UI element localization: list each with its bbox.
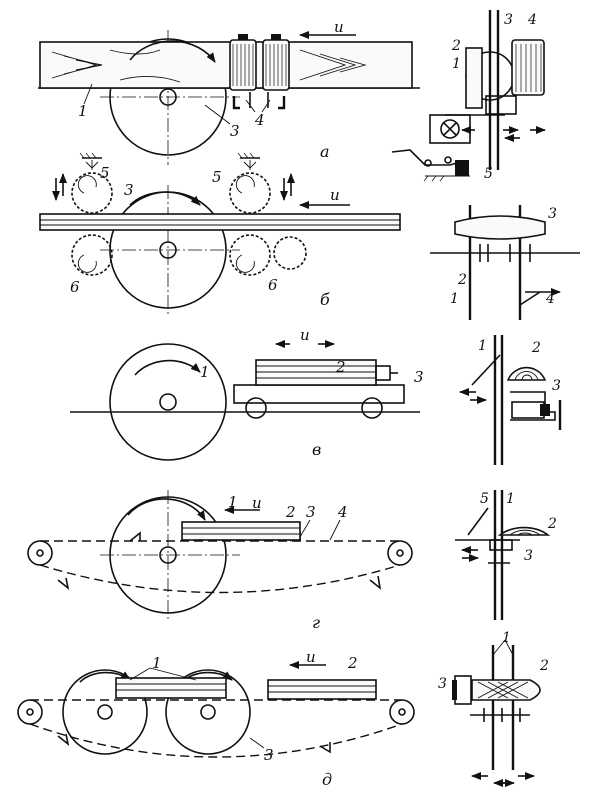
panel-b-side-view: u 5 3 5 6 6 б bbox=[39, 152, 401, 315]
panel-letter-a: а bbox=[320, 142, 330, 161]
toothed-roller bbox=[71, 172, 113, 214]
workpiece bbox=[255, 359, 377, 386]
workpiece bbox=[115, 677, 227, 699]
conveyor-bottom bbox=[29, 723, 403, 758]
panel-v-end-view: 1 2 3 bbox=[459, 335, 562, 465]
callout-3: 3 bbox=[230, 122, 240, 140]
board bbox=[39, 213, 401, 231]
workpiece bbox=[267, 679, 377, 700]
panel-letter-b: б bbox=[320, 290, 330, 309]
end-callout-4: 4 bbox=[527, 12, 537, 28]
callout-5b: 5 bbox=[212, 168, 222, 186]
end-callout-5: 5 bbox=[484, 166, 493, 182]
panel-g-end-view: 5 1 2 3 bbox=[455, 490, 557, 620]
feed-label-u: u bbox=[330, 186, 340, 204]
feed-label-u: u bbox=[252, 494, 262, 512]
panel-v: u 1 2 3 в 1 2 3 bbox=[70, 326, 562, 465]
panel-b-end-view: 3 2 1 4 bbox=[430, 205, 580, 320]
callout-3: 3 bbox=[124, 181, 134, 199]
panel-letter-g: г bbox=[312, 613, 320, 632]
feed-label-u: u bbox=[334, 18, 344, 36]
end-callout-3: 3 bbox=[524, 548, 533, 564]
saw-blade bbox=[62, 669, 148, 755]
saw-blade bbox=[165, 669, 251, 755]
panel-a: u 1 3 4 а bbox=[38, 10, 546, 182]
workpiece bbox=[181, 521, 301, 541]
end-callout-1: 1 bbox=[478, 338, 487, 354]
conveyor-bottom bbox=[39, 564, 401, 594]
panel-d: u 1 2 3 д 1 3 2 bbox=[17, 630, 549, 789]
callout-4: 4 bbox=[337, 503, 348, 521]
callout-4: 4 bbox=[254, 111, 265, 129]
feed-label-u: u bbox=[300, 326, 310, 344]
feed-roller bbox=[262, 39, 290, 91]
panel-b: u 5 3 5 6 6 б 3 2 1 4 bbox=[39, 152, 580, 320]
panel-v-side-view: u 1 2 3 в bbox=[70, 326, 424, 461]
callout-1: 1 bbox=[200, 363, 210, 381]
callout-2: 2 bbox=[285, 503, 296, 521]
callout-2: 2 bbox=[335, 358, 346, 376]
end-callout-2: 2 bbox=[451, 38, 461, 54]
panel-g: u 1 2 3 4 г 5 1 2 3 bbox=[27, 490, 557, 632]
callout-1: 1 bbox=[152, 654, 162, 672]
callout-6b: 6 bbox=[268, 276, 278, 294]
panel-a-side-view: u 1 3 4 а bbox=[38, 18, 420, 165]
end-callout-1: 1 bbox=[502, 630, 511, 646]
end-callout-3: 3 bbox=[438, 676, 447, 692]
saw-blade bbox=[109, 343, 227, 461]
end-callout-4: 4 bbox=[545, 291, 555, 307]
callout-3: 3 bbox=[414, 368, 424, 386]
end-callout-5: 5 bbox=[480, 491, 489, 507]
end-callout-2: 2 bbox=[531, 340, 541, 356]
end-callout-1: 1 bbox=[452, 56, 461, 72]
panel-g-side-view: u 1 2 3 4 г bbox=[27, 490, 413, 632]
toothed-roller bbox=[71, 234, 113, 276]
callout-1: 1 bbox=[78, 102, 88, 120]
callout-2: 2 bbox=[347, 654, 358, 672]
end-callout-3: 3 bbox=[504, 12, 513, 28]
callout-1: 1 bbox=[228, 493, 238, 511]
end-callout-2: 2 bbox=[547, 516, 557, 532]
end-callout-2: 2 bbox=[457, 272, 467, 288]
feed-label-u: u bbox=[306, 648, 316, 666]
panel-d-end-view: 1 3 2 bbox=[438, 630, 549, 787]
end-callout-3: 3 bbox=[552, 378, 561, 394]
panel-letter-v: в bbox=[312, 440, 321, 459]
toothed-roller bbox=[229, 234, 271, 276]
panel-letter-d: д bbox=[322, 770, 332, 789]
feed-roller bbox=[229, 39, 257, 91]
panel-d-side-view: u 1 2 3 д bbox=[17, 648, 415, 789]
callout-3: 3 bbox=[306, 503, 316, 521]
toothed-roller bbox=[273, 236, 307, 270]
panel-a-end-view: 2 1 3 4 5 bbox=[391, 10, 546, 182]
end-callout-2: 2 bbox=[539, 658, 549, 674]
callout-3: 3 bbox=[264, 746, 274, 764]
end-callout-1: 1 bbox=[506, 491, 515, 507]
callout-5: 5 bbox=[100, 164, 110, 182]
end-callout-3: 3 bbox=[548, 206, 557, 222]
toothed-roller bbox=[229, 172, 271, 214]
callout-6: 6 bbox=[70, 278, 80, 296]
end-callout-1: 1 bbox=[450, 291, 459, 307]
